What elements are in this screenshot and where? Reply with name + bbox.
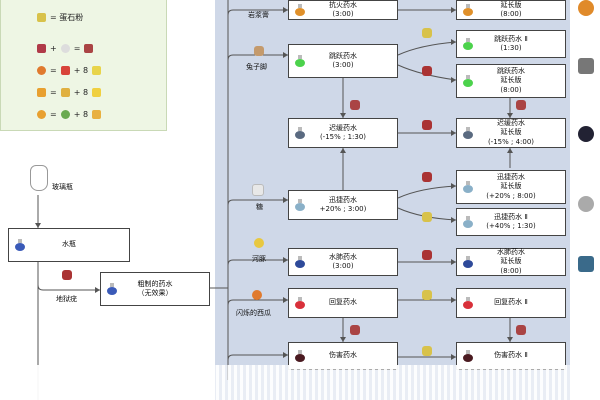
potion-icon (295, 127, 305, 139)
swiftness-ii-node[interactable]: 迅捷药水 Ⅱ (+40% ; 1:30) (456, 208, 566, 236)
golden-carrot-icon (60, 88, 70, 97)
fermented-eye-icon (84, 44, 94, 53)
potion-icon (463, 4, 473, 16)
glowstone-icon (422, 346, 432, 356)
slowness-node[interactable]: 迟缓药水 (-15% ; 1:30) (288, 118, 398, 148)
potion-icon (295, 297, 305, 309)
ingredient-label: 闪烁的西瓜 (236, 309, 271, 317)
nether-wart-icon (62, 270, 72, 280)
ingredient-label: 糖 (256, 203, 263, 211)
slowness-extended-node[interactable]: 迟缓药水 延长版 (-15% ; 4:00) (456, 118, 566, 148)
fruit-icon (37, 110, 46, 119)
potion-icon (463, 256, 473, 268)
redstone-icon (422, 120, 432, 130)
legend-row: + = (37, 44, 94, 53)
potion-icon (463, 38, 473, 50)
potion-icon (463, 75, 473, 87)
speed-effect-icon (578, 196, 594, 212)
potion-icon (295, 55, 305, 67)
potion-icon (295, 4, 305, 16)
swiftness-node[interactable]: 迅捷药水 +20% ; 3:00) (288, 190, 398, 220)
water-breathing-node[interactable]: 水肺药水 (3:00) (288, 248, 398, 276)
healing-node[interactable]: 回复药水 (288, 288, 398, 318)
sugar-icon (60, 44, 70, 53)
healing-ii-node[interactable]: 回复药水 Ⅱ (456, 288, 566, 318)
leaping-node[interactable]: 跳跃药水 (3:00) (288, 44, 398, 78)
potion-icon (463, 350, 473, 362)
spider-eye-icon (37, 44, 46, 53)
sugar-icon (252, 184, 264, 196)
ingredient-label: 兔子脚 (246, 63, 267, 71)
glistering-melon-icon (252, 290, 262, 300)
potion-icon (463, 181, 473, 193)
redstone-icon (422, 172, 432, 182)
legend-row: = + 8 (37, 110, 102, 119)
glass-bottle-icon (30, 165, 48, 191)
carrot-icon (37, 88, 46, 97)
fermented-eye-icon (516, 100, 526, 110)
glowstone-icon (422, 290, 432, 300)
potion-icon (463, 297, 473, 309)
legend-row: = + 8 (37, 88, 102, 97)
leap-effect-icon (578, 58, 594, 74)
base-potion-node[interactable]: 粗制的药水 （无效果） (100, 272, 210, 306)
potion-icon (107, 283, 117, 295)
potion-icon (463, 127, 473, 139)
bottom-fade (0, 365, 600, 400)
slowness-effect-icon (578, 126, 594, 142)
fermented-eye-icon (516, 325, 526, 335)
potion-icon (295, 199, 305, 211)
leaping-ii-node[interactable]: 跳跃药水 Ⅱ (1:30) (456, 30, 566, 58)
melon-icon (37, 66, 46, 75)
glistering-melon-icon (60, 66, 70, 75)
ingredient-label: 岩浆膏 (248, 11, 269, 19)
ingredient-label: 河豚 (252, 255, 266, 263)
pufferfish-icon (254, 238, 264, 248)
bottle-label: 玻璃瓶 (52, 183, 73, 191)
legend-row: = + 8 (37, 66, 102, 75)
fermented-eye-icon (350, 325, 360, 335)
glowstone-icon (37, 13, 46, 22)
fire-effect-icon (578, 0, 594, 16)
potion-icon (15, 239, 25, 251)
leaping-extended-node[interactable]: 跳跃药水 延长版 (8:00) (456, 64, 566, 98)
potion-icon (295, 256, 305, 268)
glowstone-icon (422, 212, 432, 222)
potion-icon (295, 350, 305, 362)
gold-nugget-icon (92, 88, 102, 97)
water-breathing-extended-node[interactable]: 水肺药水 延长版 (8:00) (456, 248, 566, 276)
potion-icon (463, 216, 473, 228)
rabbit-foot-icon (254, 46, 264, 56)
swiftness-extended-node[interactable]: 迅捷药水 延长版 (+20% ; 8:00) (456, 170, 566, 204)
water-bottle-node[interactable]: 水瓶 (8, 228, 130, 262)
glowstone-icon (422, 28, 432, 38)
legend-panel: = 蛋石粉 + = = + 8 = + 8 = + 8 (0, 0, 167, 131)
green-fruit-icon (60, 110, 70, 119)
fire-resistance-node[interactable]: 抗火药水 (3:00) (288, 0, 398, 20)
gold-nugget-icon (92, 66, 102, 75)
gold-pile-icon (92, 110, 102, 119)
redstone-icon (422, 250, 432, 260)
fermented-eye-icon (350, 100, 360, 110)
water-breathing-effect-icon (578, 256, 594, 272)
fire-resistance-extended-node[interactable]: 延长版 (8:00) (456, 0, 566, 20)
redstone-icon (422, 66, 432, 76)
legend-row: = 蛋石粉 (37, 12, 83, 23)
wart-label: 地狱疣 (56, 295, 77, 303)
